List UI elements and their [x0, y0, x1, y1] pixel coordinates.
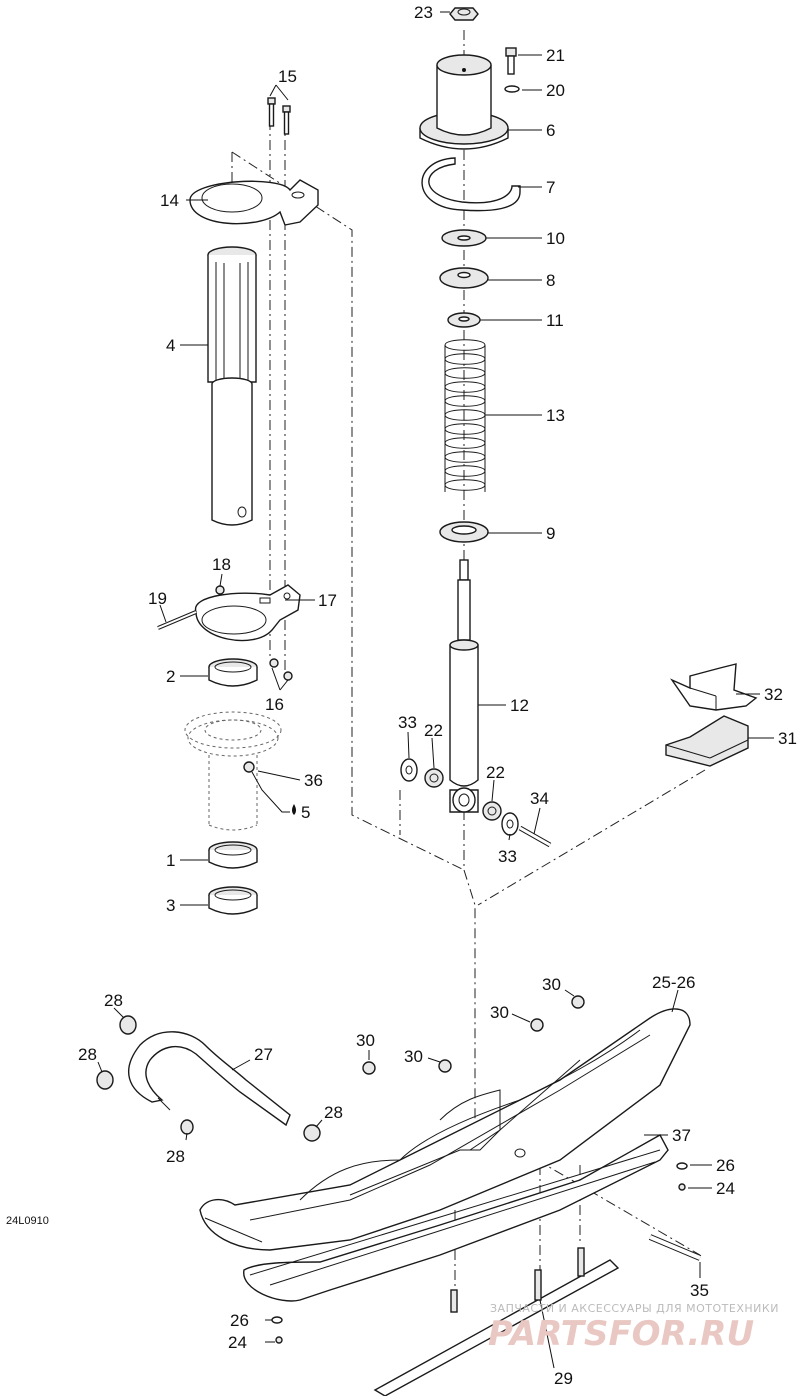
callout-15: 15	[278, 67, 297, 86]
callout-24a: 24	[716, 1179, 735, 1198]
callout-26a: 26	[716, 1156, 735, 1175]
callout-33a: 33	[398, 713, 417, 732]
part-22-bushing-right	[482, 801, 502, 821]
part-17-arm	[195, 584, 301, 642]
part-10-washer	[441, 229, 487, 247]
figure-reference: 24L0910	[6, 1215, 49, 1227]
callout-18: 18	[212, 555, 231, 574]
part-33-washer-left	[400, 758, 418, 782]
part-21-screw	[505, 47, 517, 75]
callout-23: 23	[414, 3, 433, 22]
callout-7: 7	[546, 178, 555, 197]
callout-10: 10	[546, 229, 565, 248]
callout-9: 9	[546, 524, 555, 543]
callout-36: 36	[304, 771, 323, 790]
callout-2: 2	[166, 667, 175, 686]
callout-11: 11	[546, 311, 564, 330]
callout-24b: 24	[228, 1333, 247, 1352]
part-28-plugs	[96, 1015, 321, 1142]
callout-28a: 28	[104, 991, 123, 1010]
callout-16: 16	[265, 695, 284, 714]
callout-14: 14	[160, 191, 179, 210]
part-8-spring-seat	[439, 267, 489, 289]
part-23-nut	[449, 7, 479, 21]
callout-22a: 22	[424, 721, 443, 740]
part-13-spring	[444, 339, 486, 492]
callout-37: 37	[672, 1126, 691, 1145]
part-31-wear-pad	[665, 715, 749, 767]
part-7-clip	[421, 157, 521, 212]
part-14-steering-bracket	[189, 179, 319, 226]
callout-8: 8	[546, 271, 555, 290]
callout-17: 17	[318, 591, 337, 610]
part-36-grease-fitting	[243, 761, 255, 773]
callout-32: 32	[764, 685, 783, 704]
frame-housing-outline	[184, 711, 282, 831]
part-32-clip	[670, 663, 758, 711]
callout-25-26: 25-26	[652, 973, 695, 992]
part-15-bolts	[267, 97, 291, 135]
callout-4: 4	[166, 336, 175, 355]
part-6-spring-cap	[419, 54, 509, 150]
part-22-bushing-left	[424, 768, 444, 788]
part-35-bolt	[648, 1234, 702, 1261]
leader-lines	[97, 11, 774, 1369]
part-19-screw	[157, 610, 197, 630]
callout-22b: 22	[486, 763, 505, 782]
callout-30a: 30	[356, 1031, 375, 1050]
part-34-pin	[518, 825, 552, 848]
part-27-handle	[128, 1031, 291, 1127]
callout-27: 27	[254, 1045, 273, 1064]
part-26-washers	[271, 1162, 688, 1324]
callout-33b: 33	[498, 847, 517, 866]
part-29-runner	[373, 1247, 620, 1396]
watermark-caption: ЗАПЧАСТИ И АКСЕССУАРЫ ДЛЯ МОТОТЕХНИКИ	[490, 1302, 779, 1315]
callout-28c: 28	[166, 1147, 185, 1166]
part-11-washer	[447, 312, 481, 328]
part-16-nuts	[269, 658, 293, 681]
callout-1: 1	[166, 851, 175, 870]
part-9-washer	[439, 521, 489, 543]
callout-29: 29	[554, 1369, 573, 1388]
callout-6: 6	[546, 121, 555, 140]
part-18-nut	[215, 585, 225, 595]
part-33-washer-right	[501, 812, 519, 836]
callout-21: 21	[546, 46, 565, 65]
callout-5: 5	[301, 803, 310, 822]
part-2-bushing	[208, 658, 258, 687]
watermark: ЗАПЧАСТИ И АКСЕССУАРЫ ДЛЯ МОТОТЕХНИКИ PA…	[488, 1302, 779, 1354]
part-4-steering-column	[207, 246, 257, 526]
part-1-bushing	[208, 841, 258, 869]
part-24-screws	[275, 1183, 686, 1344]
part-30-nuts	[362, 995, 585, 1075]
callout-35: 35	[690, 1281, 709, 1300]
callout-28d: 28	[324, 1103, 343, 1122]
callout-30c: 30	[490, 1003, 509, 1022]
part-12-shock-absorber	[449, 559, 479, 813]
callout-30d: 30	[542, 975, 561, 994]
part-25-26-ski	[199, 1008, 691, 1251]
callout-28b: 28	[78, 1045, 97, 1064]
callout-34: 34	[530, 789, 549, 808]
watermark-logo: PARTSFOR.RU	[488, 1314, 754, 1354]
callout-26b: 26	[230, 1311, 249, 1330]
callout-19: 19	[148, 589, 167, 608]
part-5-grease-drop-icon	[292, 804, 296, 815]
callout-30b: 30	[404, 1047, 423, 1066]
part-20-washer	[504, 85, 520, 93]
callout-20: 20	[546, 81, 565, 100]
part-3-bushing	[208, 886, 258, 915]
callout-labels: 1 2 3 4 5 6 7 8 9 10 11 12 13 14 15 16 1…	[6, 3, 797, 1388]
callout-13: 13	[546, 406, 565, 425]
callout-31: 31	[778, 729, 797, 748]
callout-3: 3	[166, 896, 175, 915]
callout-12: 12	[510, 696, 529, 715]
part-37-wear-bar-skag	[243, 1134, 669, 1302]
